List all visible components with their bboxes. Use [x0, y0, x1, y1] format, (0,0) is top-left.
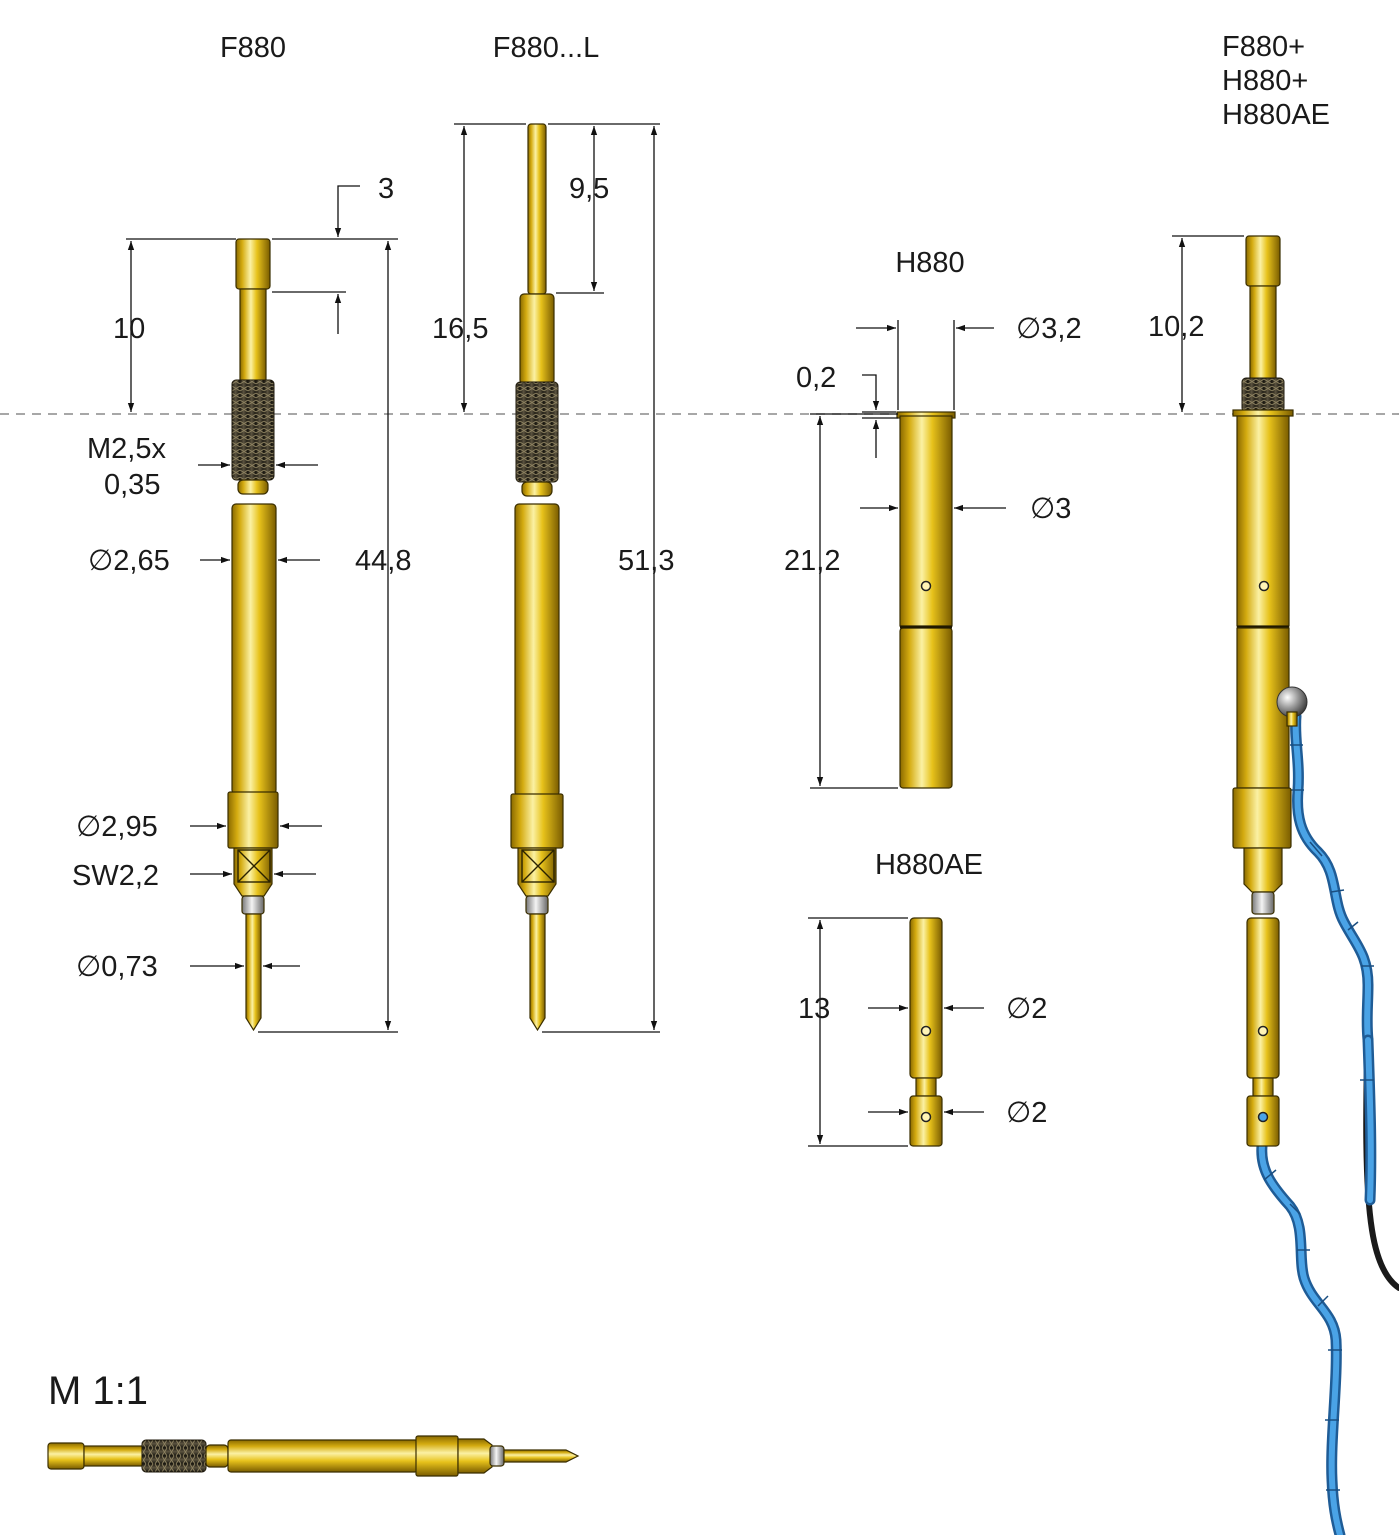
combo-tip-shaft — [1249, 285, 1277, 382]
h880ae-neck — [915, 1077, 937, 1097]
f880l-dimensions — [454, 123, 660, 1033]
f880l-thread — [515, 381, 559, 483]
dim-f880-plunger-dia: ∅0,73 — [76, 951, 158, 983]
f880-collar — [227, 791, 279, 849]
title-combo-line-1: F880+ — [1222, 31, 1305, 63]
title-combo-line-2: H880+ — [1222, 65, 1308, 97]
f880l-hex-face — [521, 849, 555, 883]
dim-f880-length: 44,8 — [355, 545, 411, 577]
combo-hole-3 — [1257, 1111, 1269, 1123]
f880-hex-face — [237, 849, 271, 883]
h880ae-hole-1 — [920, 1025, 932, 1037]
combo-wire-lower — [1256, 1140, 1346, 1535]
h880-upper — [899, 415, 953, 627]
combo-dimensions — [1172, 235, 1244, 412]
combo-receptacle-collar — [1232, 409, 1294, 417]
dim-h880-dia: ∅3 — [1030, 493, 1071, 525]
f880-neck — [237, 479, 269, 495]
title-f880: F880 — [220, 32, 286, 64]
dim-f880-hex: SW2,2 — [72, 860, 159, 892]
dim-f880-collar-dia: ∅2,95 — [76, 811, 158, 843]
f880l-body — [514, 503, 560, 797]
f880-hex — [233, 847, 273, 897]
dim-h880-offset: 0,2 — [796, 362, 836, 394]
combo-hex — [1243, 847, 1283, 893]
h880ae-dimensions — [808, 917, 984, 1147]
f880-probe — [227, 238, 279, 1032]
f880l-hex-cross — [521, 849, 555, 883]
combo-tip-head — [1245, 235, 1281, 287]
dim-f880-thread-2: 0,35 — [104, 469, 160, 501]
f880-thread — [231, 379, 275, 481]
dim-f880-thread-1: M2,5x — [87, 433, 166, 465]
dim-f880l-length: 51,3 — [618, 545, 674, 577]
dim-f880-body-dia: ∅2,65 — [88, 545, 170, 577]
title-h880: H880 — [895, 247, 964, 279]
dim-h880ae-dia-1: ∅2 — [1006, 993, 1047, 1025]
dim-h880-dia-top: ∅3,2 — [1016, 313, 1082, 345]
f880-tip-shaft — [239, 288, 267, 383]
h880ae-upper — [909, 917, 943, 1079]
h880-receptacle — [896, 411, 956, 789]
combo-assembly — [1232, 235, 1399, 1535]
h880-lower — [899, 627, 953, 789]
title-f880l: F880...L — [493, 32, 599, 64]
h880-hole — [920, 580, 932, 592]
dim-f880l-upper: 16,5 — [432, 313, 488, 345]
f880l-tip-shaft — [519, 293, 555, 385]
combo-thread — [1241, 377, 1285, 413]
f880l-collar — [510, 793, 564, 849]
f880-plunger-neck — [241, 895, 265, 915]
title-h880ae: H880AE — [875, 849, 983, 881]
combo-receptacle-upper — [1236, 415, 1290, 627]
f880-dimensions — [126, 185, 398, 1033]
f880-hex-cross — [237, 849, 271, 883]
h880ae-receptacle — [909, 917, 943, 1147]
combo-plunger-neck — [1251, 891, 1275, 915]
dim-f880-tip-length: 10 — [113, 313, 145, 345]
f880l-probe — [510, 123, 564, 1032]
f880-body — [231, 503, 277, 795]
dim-h880-length: 21,2 — [784, 545, 840, 577]
f880l-hex — [517, 847, 557, 897]
dim-combo-tip: 10,2 — [1148, 311, 1204, 343]
f880l-tip-pin — [527, 123, 547, 295]
f880l-plunger-neck — [525, 895, 549, 915]
title-combo-line-3: H880AE — [1222, 99, 1330, 131]
combo-collar — [1232, 787, 1292, 849]
dim-h880ae-length: 13 — [798, 993, 830, 1025]
combo-hole-2 — [1257, 1025, 1269, 1037]
combo-hole-1 — [1258, 580, 1270, 592]
f880l-neck — [521, 481, 553, 497]
dim-f880l-tip: 9,5 — [569, 173, 609, 205]
dim-f880-top-offset: 3 — [378, 173, 394, 205]
combo-ae-upper — [1246, 917, 1280, 1079]
scale-label: M 1:1 — [48, 1369, 148, 1413]
scale-view-probe — [47, 1435, 580, 1477]
h880-dimensions — [810, 320, 1006, 789]
f880-tip-head — [235, 238, 271, 290]
f880-plunger — [245, 913, 262, 1032]
f880l-plunger — [529, 913, 546, 1032]
dim-h880ae-dia-2: ∅2 — [1006, 1097, 1047, 1129]
h880ae-hole-2 — [920, 1111, 932, 1123]
